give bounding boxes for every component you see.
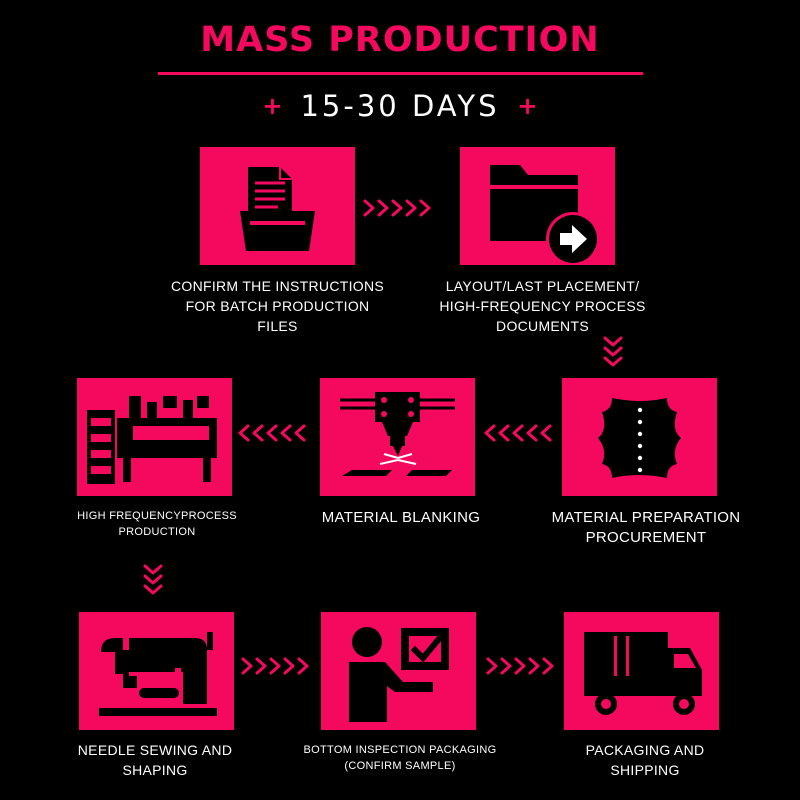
step-7-label: BOTTOM INSPECTION PACKAGING (CONFIRM SAM… <box>280 742 520 774</box>
step-6-label-line-1: NEEDLE SEWING AND <box>77 742 233 758</box>
step-6-label-line-2: SHAPING <box>122 762 188 778</box>
arrow-down-5-6 <box>142 564 164 598</box>
step-3-box <box>562 378 717 496</box>
chevrons-right-icon <box>241 657 309 675</box>
leather-hide-icon <box>562 378 717 496</box>
step-6-label: NEEDLE SEWING AND SHAPING <box>55 740 255 780</box>
plus-icon-right: + <box>517 92 538 120</box>
step-4-label: MATERIAL BLANKING <box>296 508 506 528</box>
step-5-label-line-2: PRODUCTION <box>118 526 196 538</box>
step-3-label-line-1: MATERIAL PREPARATION <box>551 509 741 526</box>
arrow-down-2-3 <box>602 336 624 370</box>
step-7-label-line-2: (CONFIRM SAMPLE) <box>344 760 456 772</box>
step-1-label-line-1: CONFIRM THE INSTRUCTIONS <box>170 278 385 294</box>
arrow-right-6-7 <box>241 656 313 676</box>
step-4-box <box>320 378 475 496</box>
file-folder-icon <box>200 147 355 265</box>
sewing-machine-icon <box>79 612 234 730</box>
arrow-right-1-2 <box>363 198 435 218</box>
step-2-label-line-3: DOCUMENTS <box>496 318 589 334</box>
inspector-checkbox-icon <box>321 612 476 730</box>
step-7-label-line-1: BOTTOM INSPECTION PACKAGING <box>303 744 497 756</box>
step-4-label-line-1: MATERIAL BLANKING <box>321 509 481 526</box>
arrow-left-4-5 <box>238 423 310 443</box>
plus-icon-left: + <box>262 92 283 120</box>
chevrons-left-icon <box>484 424 552 442</box>
duration-line: +15-30 DAYS + <box>0 88 800 124</box>
step-8-label: PACKAGING AND SHIPPING <box>555 740 735 780</box>
folder-arrow-icon <box>460 147 615 265</box>
step-5-label-line-1: HIGH FREQUENCYPROCESS <box>77 510 237 522</box>
title-underline <box>158 72 643 75</box>
chevrons-right-icon <box>363 199 431 217</box>
step-2-label-line-1: LAYOUT/LAST PLACEMENT/ <box>445 278 640 294</box>
step-3-label-line-2: PROCUREMENT <box>585 529 707 546</box>
step-2-label-line-2: HIGH-FREQUENCY PROCESS <box>439 298 646 314</box>
duration-text: 15-30 DAYS <box>300 89 500 123</box>
step-1-box <box>200 147 355 265</box>
step-8-label-line-2: SHIPPING <box>610 762 680 778</box>
step-3-label: MATERIAL PREPARATION PROCUREMENT <box>535 508 757 548</box>
delivery-truck-icon <box>564 612 719 730</box>
step-2-label: LAYOUT/LAST PLACEMENT/ HIGH-FREQUENCY PR… <box>420 276 665 336</box>
step-2-box <box>460 147 615 265</box>
chevrons-left-icon <box>238 424 306 442</box>
step-1-label: CONFIRM THE INSTRUCTIONS FOR BATCH PRODU… <box>150 276 405 336</box>
arrow-left-3-4 <box>484 423 556 443</box>
arrow-right-7-8 <box>486 656 558 676</box>
step-1-label-line-3: FILES <box>257 318 298 334</box>
step-8-box <box>564 612 719 730</box>
laser-cutter-icon <box>320 378 475 496</box>
chevrons-down-icon <box>603 336 623 367</box>
chevrons-right-icon <box>486 657 554 675</box>
step-8-label-line-1: PACKAGING AND <box>585 742 705 758</box>
page-title: MASS PRODUCTION <box>200 20 600 60</box>
step-1-label-line-2: FOR BATCH PRODUCTION <box>185 298 370 314</box>
step-6-box <box>79 612 234 730</box>
machine-panel-icon <box>77 378 232 496</box>
chevrons-down-icon <box>143 564 163 595</box>
step-5-label: HIGH FREQUENCYPROCESS PRODUCTION <box>52 508 262 540</box>
step-5-box <box>77 378 232 496</box>
step-7-box <box>321 612 476 730</box>
